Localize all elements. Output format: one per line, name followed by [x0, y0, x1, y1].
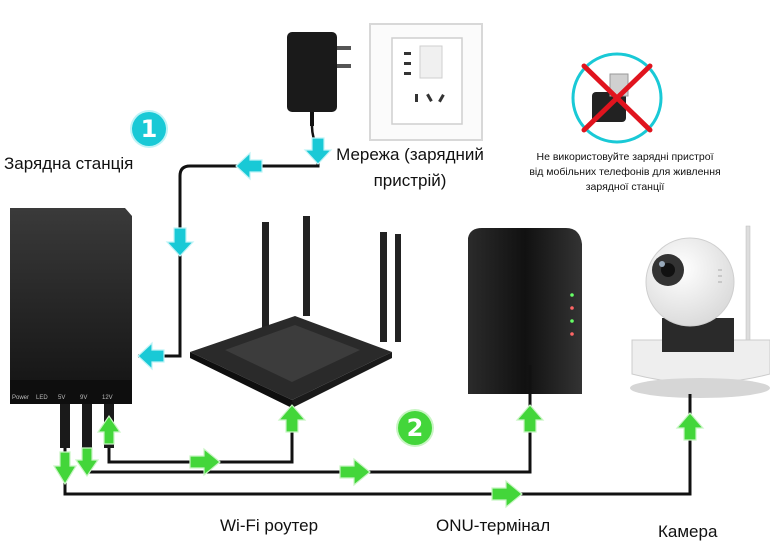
svg-text:5V: 5V	[58, 395, 65, 401]
svg-text:Power: Power	[12, 395, 29, 401]
onu-terminal-device	[468, 228, 582, 394]
camera-label: Камера	[658, 522, 718, 541]
step-one-badge: 1	[132, 112, 166, 146]
arrow-up-router	[277, 404, 307, 433]
arrow-up-onu	[515, 404, 545, 433]
warning-text: Не використовуйте зарядні пристрої від м…	[520, 150, 730, 195]
cyan-arrows	[137, 137, 333, 371]
arrow-up-camera	[675, 412, 705, 441]
warning-line2: від мобільних телефонів для живлення	[529, 166, 721, 178]
arrow-down-side	[165, 227, 195, 257]
prohibited-charger-icon	[571, 52, 663, 144]
arrow-left-top	[235, 151, 263, 181]
arrow-left-station	[137, 341, 165, 371]
arrow-up-plug-12v	[96, 414, 122, 445]
wifi-router-label: Wi-Fi роутер	[220, 516, 319, 535]
svg-text:12V: 12V	[102, 395, 113, 401]
arrow-down-adapter	[303, 137, 333, 165]
onu-terminal-label: ONU-термінал	[436, 516, 551, 535]
wall-outlet-icon	[369, 23, 483, 141]
cables	[63, 152, 692, 496]
arrow-right-router-cable	[189, 447, 221, 477]
power-adapter-icon	[287, 32, 351, 153]
mains-label-line2: пристрій)	[373, 171, 447, 190]
charging-station-device: Power LED 5V 9V 12V	[10, 208, 132, 448]
wifi-router-device	[190, 216, 401, 408]
mains-label-line1: Мережа (зарядний	[336, 145, 484, 164]
arrow-right-onu-cable	[339, 457, 371, 487]
green-arrows	[52, 404, 705, 509]
warning-line1: Не використовуйте зарядні пристрої	[536, 151, 714, 163]
camera-device	[630, 225, 770, 398]
charging-station-label: Зарядна станція	[4, 154, 134, 173]
svg-text:9V: 9V	[80, 395, 87, 401]
arrow-down-plug-9v	[74, 447, 100, 478]
step-two-badge: 2	[398, 411, 432, 445]
arrow-down-plug-5v	[52, 451, 78, 486]
svg-text:LED: LED	[36, 395, 48, 401]
mains-charger-label: Мережа (зарядний пристрій)	[335, 142, 485, 194]
arrow-right-camera-cable	[491, 479, 523, 509]
warning-line3: зарядної станції	[585, 181, 665, 193]
